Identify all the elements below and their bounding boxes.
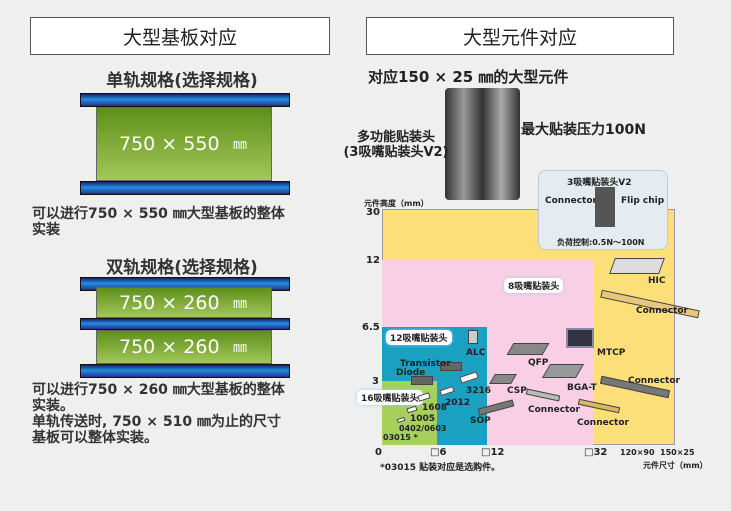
x-axis-label: 元件尺寸（mm） [643, 461, 708, 470]
dual-board-2: 750 × 260 ㎜ [96, 330, 272, 364]
mtcp-image [566, 328, 594, 348]
desc-line: 基板可以整体实装。 [32, 430, 158, 446]
hic-image [609, 258, 665, 274]
nozzle-image [595, 187, 615, 227]
max-force: 最大贴装压力100N [521, 122, 646, 138]
desc-line: 实装 [32, 222, 60, 238]
board-dimension: 750 × 260 [119, 336, 220, 358]
board-unit: ㎜ [233, 295, 247, 312]
label-alc: ALC [466, 348, 486, 358]
qfp-image [506, 343, 550, 355]
tag-16-nozzle: 16吸嘴贴装头 [357, 390, 423, 405]
multi-head-line: 多功能贴装头 [356, 130, 435, 145]
large-board-header: 大型基板对应 [30, 17, 330, 55]
footnote: *03015 贴装对应是选购件。 [380, 463, 501, 473]
single-lane-description: 可以进行750 × 550 ㎜大型基板的整体 实装 [32, 206, 285, 238]
label-connector: Connector [636, 306, 688, 316]
single-board: 750 × 550 ㎜ [96, 107, 272, 181]
y-tick: 6.5 [362, 322, 380, 333]
x-tick: 120×90 [620, 448, 655, 457]
alc-image [468, 330, 478, 344]
label-connector: Connector [628, 376, 680, 386]
label-1005: 1005 [410, 414, 436, 424]
label-03015: 03015 * [383, 433, 418, 442]
diode-image [411, 376, 433, 385]
conveyor-rail [80, 181, 290, 195]
label-connector: Connector [528, 405, 580, 415]
x-tick: □12 [481, 447, 505, 458]
label-connector: Connector [577, 418, 629, 428]
label-qfp: QFP [528, 358, 549, 368]
label-sop: SOP [470, 416, 491, 426]
dual-lane-description: 可以进行750 × 260 ㎜大型基板的整体 实装。 单轨传送时, 750 × … [32, 382, 285, 446]
board-unit: ㎜ [233, 137, 247, 153]
conveyor-rail [80, 93, 290, 107]
label-3216: 3216 [466, 386, 492, 396]
inset-panel: 3吸嘴贴装头V2 Connector Flip chip 负荷控制:0.5N～1… [538, 170, 668, 250]
multi-head-label: 多功能贴装头 (3吸嘴贴装头V2) [340, 130, 452, 160]
y-axis-label: 元件高度（mm） [364, 199, 429, 208]
conveyor-rail [80, 318, 290, 330]
dual-lane-title: 双轨规格(选择规格) [106, 258, 258, 278]
board-dimension: 750 × 550 [119, 133, 220, 155]
x-tick: □6 [430, 447, 447, 458]
large-component-header: 大型元件对应 [366, 17, 674, 55]
desc-line: 可以进行750 × 260 ㎜大型基板的整体 [32, 382, 285, 398]
desc-line: 可以进行750 × 550 ㎜大型基板的整体 [32, 206, 285, 222]
dual-board-1: 750 × 260 ㎜ [96, 287, 272, 318]
label-2012: 2012 [445, 398, 471, 408]
label-csp: CSP [507, 386, 527, 396]
label-hic: HIC [648, 276, 666, 286]
label-mtcp: MTCP [597, 348, 626, 358]
inset-flipchip: Flip chip [621, 196, 665, 206]
single-lane-title: 单轨规格(选择规格) [106, 71, 258, 91]
y-tick: 12 [366, 255, 380, 266]
mount-head-image [445, 88, 520, 200]
board-unit: ㎜ [233, 340, 247, 356]
y-tick: 30 [366, 207, 380, 218]
desc-line: 单轨传送时, 750 × 510 ㎜为止的尺寸 [32, 414, 281, 430]
transistor-image [440, 362, 462, 371]
label-diode: Diode [396, 368, 426, 378]
y-tick: 3 [372, 376, 379, 387]
y-tick: 0 [375, 447, 382, 458]
label-bga-t: BGA-T [567, 383, 597, 393]
label-1608: 1608 [422, 403, 448, 413]
multi-head-line: (3吸嘴贴装头V2) [343, 145, 449, 160]
conveyor-rail [80, 364, 290, 378]
desc-line: 实装。 [32, 398, 74, 414]
x-tick: □32 [584, 447, 608, 458]
inset-connector: Connector [545, 196, 597, 206]
board-dimension: 750 × 260 [119, 291, 220, 314]
inset-load: 负荷控制:0.5N～100N [557, 238, 645, 247]
label-transistor: Transistor [400, 359, 451, 369]
inset-title: 3吸嘴贴装头V2 [567, 178, 632, 188]
tag-12-nozzle: 12吸嘴贴装头 [386, 330, 452, 345]
x-tick: 150×25 [660, 448, 695, 457]
headline: 对应150 × 25 ㎜的大型元件 [368, 68, 569, 86]
tag-8-nozzle: 8吸嘴贴装头 [504, 278, 564, 293]
label-0402-0603: 0402/0603 [399, 424, 447, 433]
